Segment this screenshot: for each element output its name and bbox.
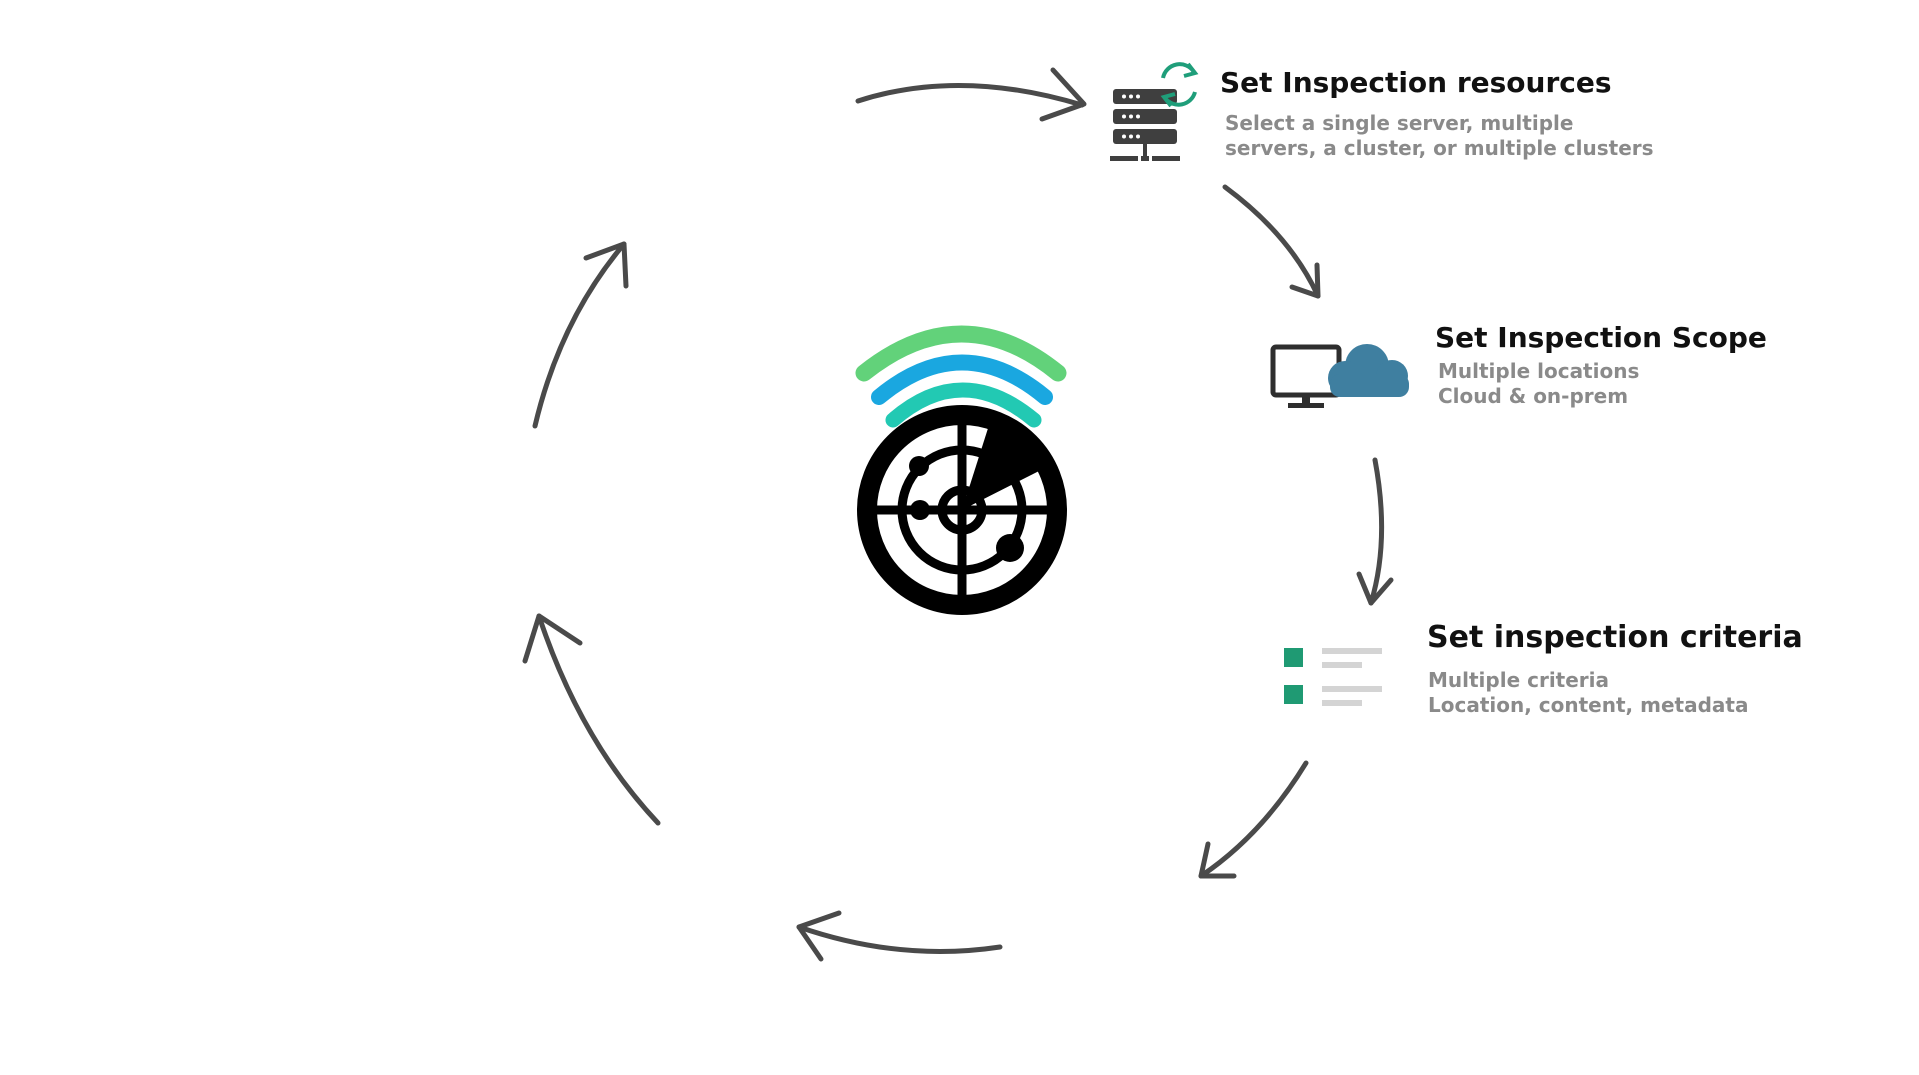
step-subtitle-line: servers, a cluster, or multiple clusters	[1225, 136, 1654, 160]
cycle-arrow-bottom	[796, 910, 1003, 962]
cycle-arrow-top	[855, 67, 1087, 122]
cycle-arrow-upper-right	[1222, 184, 1321, 299]
step-subtitle-line: Cloud & on-prem	[1438, 384, 1628, 408]
checklist-icon	[1284, 648, 1382, 706]
step-subtitle-line: Multiple locations	[1438, 359, 1639, 383]
step-scope: Set Inspection Scope Multiple locations …	[1270, 321, 1767, 408]
step-subtitle-line: Multiple criteria	[1428, 668, 1609, 692]
step-criteria: Set inspection criteria Multiple criteri…	[1284, 620, 1803, 717]
radar-icon	[855, 325, 1067, 615]
cycle-arrow-lower-right	[1198, 760, 1309, 879]
step-subtitle-line: Select a single server, multiple	[1225, 111, 1573, 135]
step-title: Set Inspection Scope	[1435, 321, 1767, 354]
monitor-cloud-icon	[1270, 344, 1409, 408]
signal-wave-middle	[871, 354, 1053, 405]
cycle-arrow-right	[1356, 457, 1394, 606]
server-sync-icon	[1110, 62, 1199, 161]
step-title: Set Inspection resources	[1220, 66, 1612, 99]
cloud-icon	[1328, 344, 1409, 397]
step-subtitle-line: Location, content, metadata	[1428, 693, 1748, 717]
signal-wave-outer	[855, 325, 1067, 382]
cycle-arrow-upper-left	[532, 241, 629, 429]
cycle-arrow-lower-left	[522, 613, 661, 826]
signal-wave-inner	[885, 382, 1042, 428]
step-title: Set inspection criteria	[1427, 620, 1803, 655]
step-resources: Set Inspection resources Select a single…	[1110, 62, 1654, 161]
